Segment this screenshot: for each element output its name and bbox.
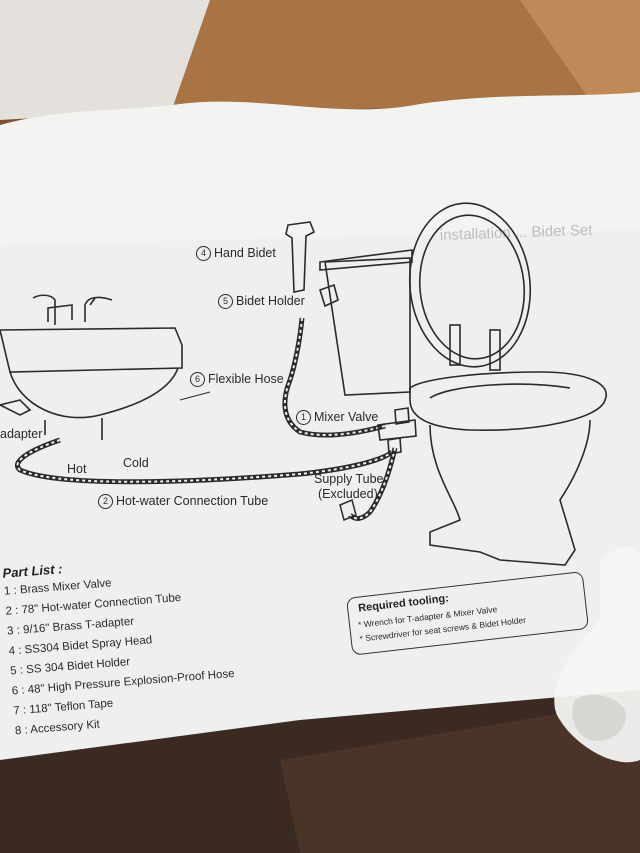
- label-hot: Hot: [67, 462, 87, 476]
- callout-number-2: 2: [98, 494, 113, 509]
- label-supply-tube-note: (Excluded): [318, 487, 378, 501]
- part-list-item: 3 : 9/16" Brass T-adapter: [6, 615, 135, 638]
- label-cold: Cold: [123, 456, 149, 470]
- callout-number-6: 6: [190, 372, 205, 387]
- hand-bidet-sprayer: [285, 221, 339, 308]
- sink-illustration: [0, 294, 183, 440]
- part-list-item: 2 : 78" Hot-water Connection Tube: [5, 591, 182, 618]
- part-list-item: 8 : Accessory Kit: [14, 718, 101, 738]
- label-adapter: adapter: [0, 427, 43, 441]
- label-supply-tube: Supply Tube: [314, 472, 384, 486]
- part-list: Part List : 1 : Brass Mixer Valve 2 : 78…: [0, 541, 334, 756]
- part-list-item: 1 : Brass Mixer Valve: [3, 577, 112, 598]
- callout-number-4: 4: [196, 246, 211, 261]
- part-list-item: 7 : 118" Teflon Tape: [12, 697, 114, 718]
- part-list-item: 5 : SS 304 Bidet Holder: [9, 656, 131, 678]
- part-list-title: Part List :: [1, 561, 63, 581]
- part-list-item: 4 : SS304 Bidet Spray Head: [8, 634, 153, 658]
- mixer-valve-part: [377, 407, 417, 455]
- callout-number-5: 5: [218, 294, 233, 309]
- svg-text:installation ... Bidet Set: installation ... Bidet Set: [440, 222, 594, 244]
- callout-number-1: 1: [296, 410, 311, 425]
- toilet-illustration: [319, 202, 608, 566]
